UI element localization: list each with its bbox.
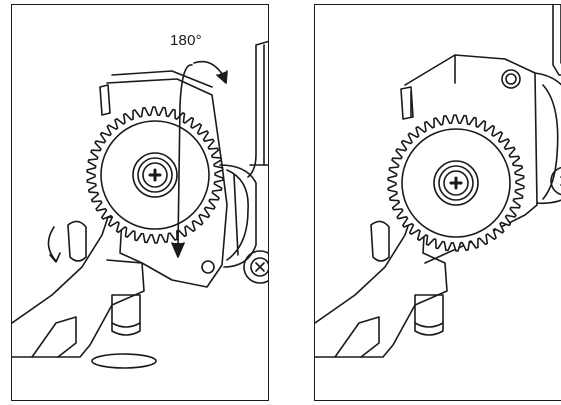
vertical-tab [552, 5, 561, 76]
foot [414, 294, 444, 336]
rotation-label: 180° [170, 32, 202, 49]
diagram-panel-after [314, 4, 561, 401]
gear-inner-ring [401, 128, 511, 238]
lower-arm [12, 216, 145, 358]
clamp-body [534, 72, 561, 205]
lower-arm [315, 216, 448, 358]
mechanism-drawing-after [315, 5, 561, 358]
clamp-body [219, 164, 257, 268]
rotation-arrow [177, 64, 193, 246]
mechanism-drawing-before [12, 40, 268, 369]
diagram-panel-before: 180° [11, 4, 269, 401]
gear-inner-ring [100, 120, 210, 230]
lower-knob [243, 250, 268, 284]
bracket-arm [106, 78, 228, 288]
foot [111, 294, 141, 336]
lower-knob [550, 166, 561, 196]
vertical-tab [247, 40, 268, 178]
